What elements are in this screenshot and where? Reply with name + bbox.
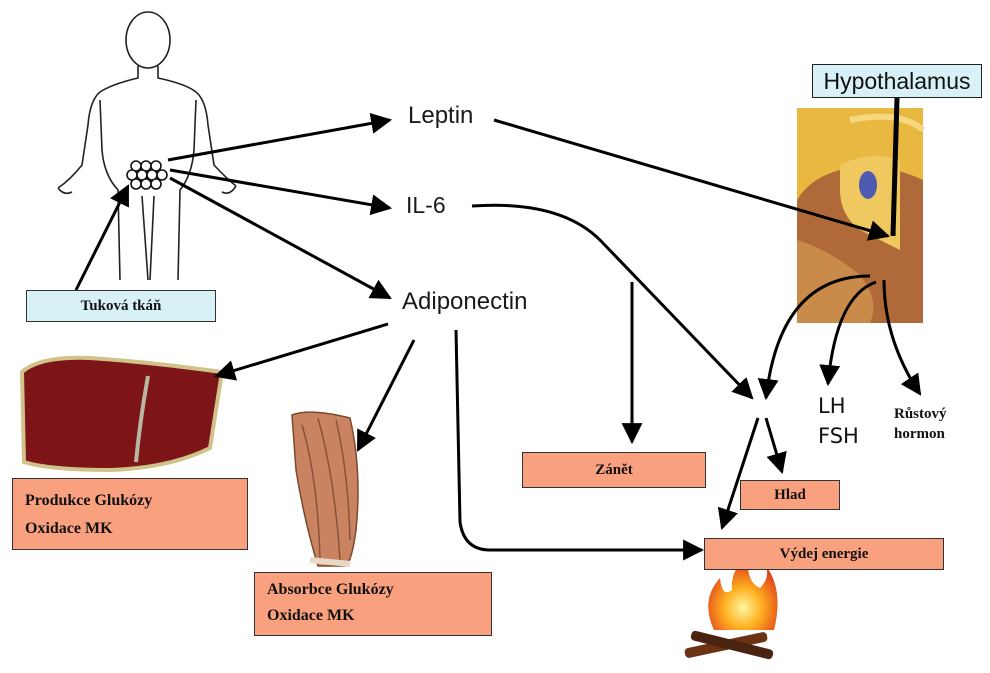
inflammation-box: Zánět	[522, 452, 706, 488]
growth-hormone-line-1: Růstový	[894, 404, 947, 424]
muscle-effect-box: Absorbce Glukózy Oxidace MK	[254, 572, 492, 636]
growth-hormone-line-2: hormon	[894, 424, 947, 444]
fsh-label: FSH	[818, 422, 859, 450]
hypothalamus-box: Hypothalamus	[812, 64, 982, 98]
arrow-fat-to-adiponectin	[170, 178, 390, 298]
leptin-label: Leptin	[408, 102, 473, 130]
arrow-node-to-energy	[722, 418, 758, 528]
arrow-node-to-hunger	[766, 418, 782, 472]
arrow-fat-to-il6	[170, 170, 390, 208]
arrow-fat-to-leptin	[168, 120, 390, 160]
arrow-adiponectin-to-energy	[456, 330, 702, 550]
liver-effect-line-2: Oxidace MK	[25, 515, 235, 543]
liver-effect-line-1: Produkce Glukózy	[25, 487, 235, 515]
muscle-effect-line-1: Absorbce Glukózy	[267, 577, 479, 603]
campfire-icon	[684, 556, 778, 660]
arrow-adiponectin-to-muscle	[358, 340, 414, 450]
hunger-box: Hlad	[740, 480, 840, 510]
fat-cells-icon	[127, 161, 167, 189]
energy-expenditure-box: Výdej energie	[704, 538, 944, 570]
adipose-tissue-box: Tuková tkáň	[26, 290, 216, 322]
lh-label: LH	[818, 392, 846, 420]
human-body-icon	[58, 12, 236, 280]
liver-effect-box: Produkce Glukózy Oxidace MK	[12, 478, 248, 550]
adiponectin-label: Adiponectin	[402, 288, 527, 316]
liver-icon	[22, 358, 222, 470]
il6-label: IL-6	[406, 192, 446, 219]
muscle-effect-line-2: Oxidace MK	[267, 603, 479, 629]
thigh-muscle-icon	[292, 412, 358, 566]
arrow-adiponectin-to-liver	[216, 324, 388, 376]
growth-hormone-label: Růstový hormon	[894, 404, 947, 444]
